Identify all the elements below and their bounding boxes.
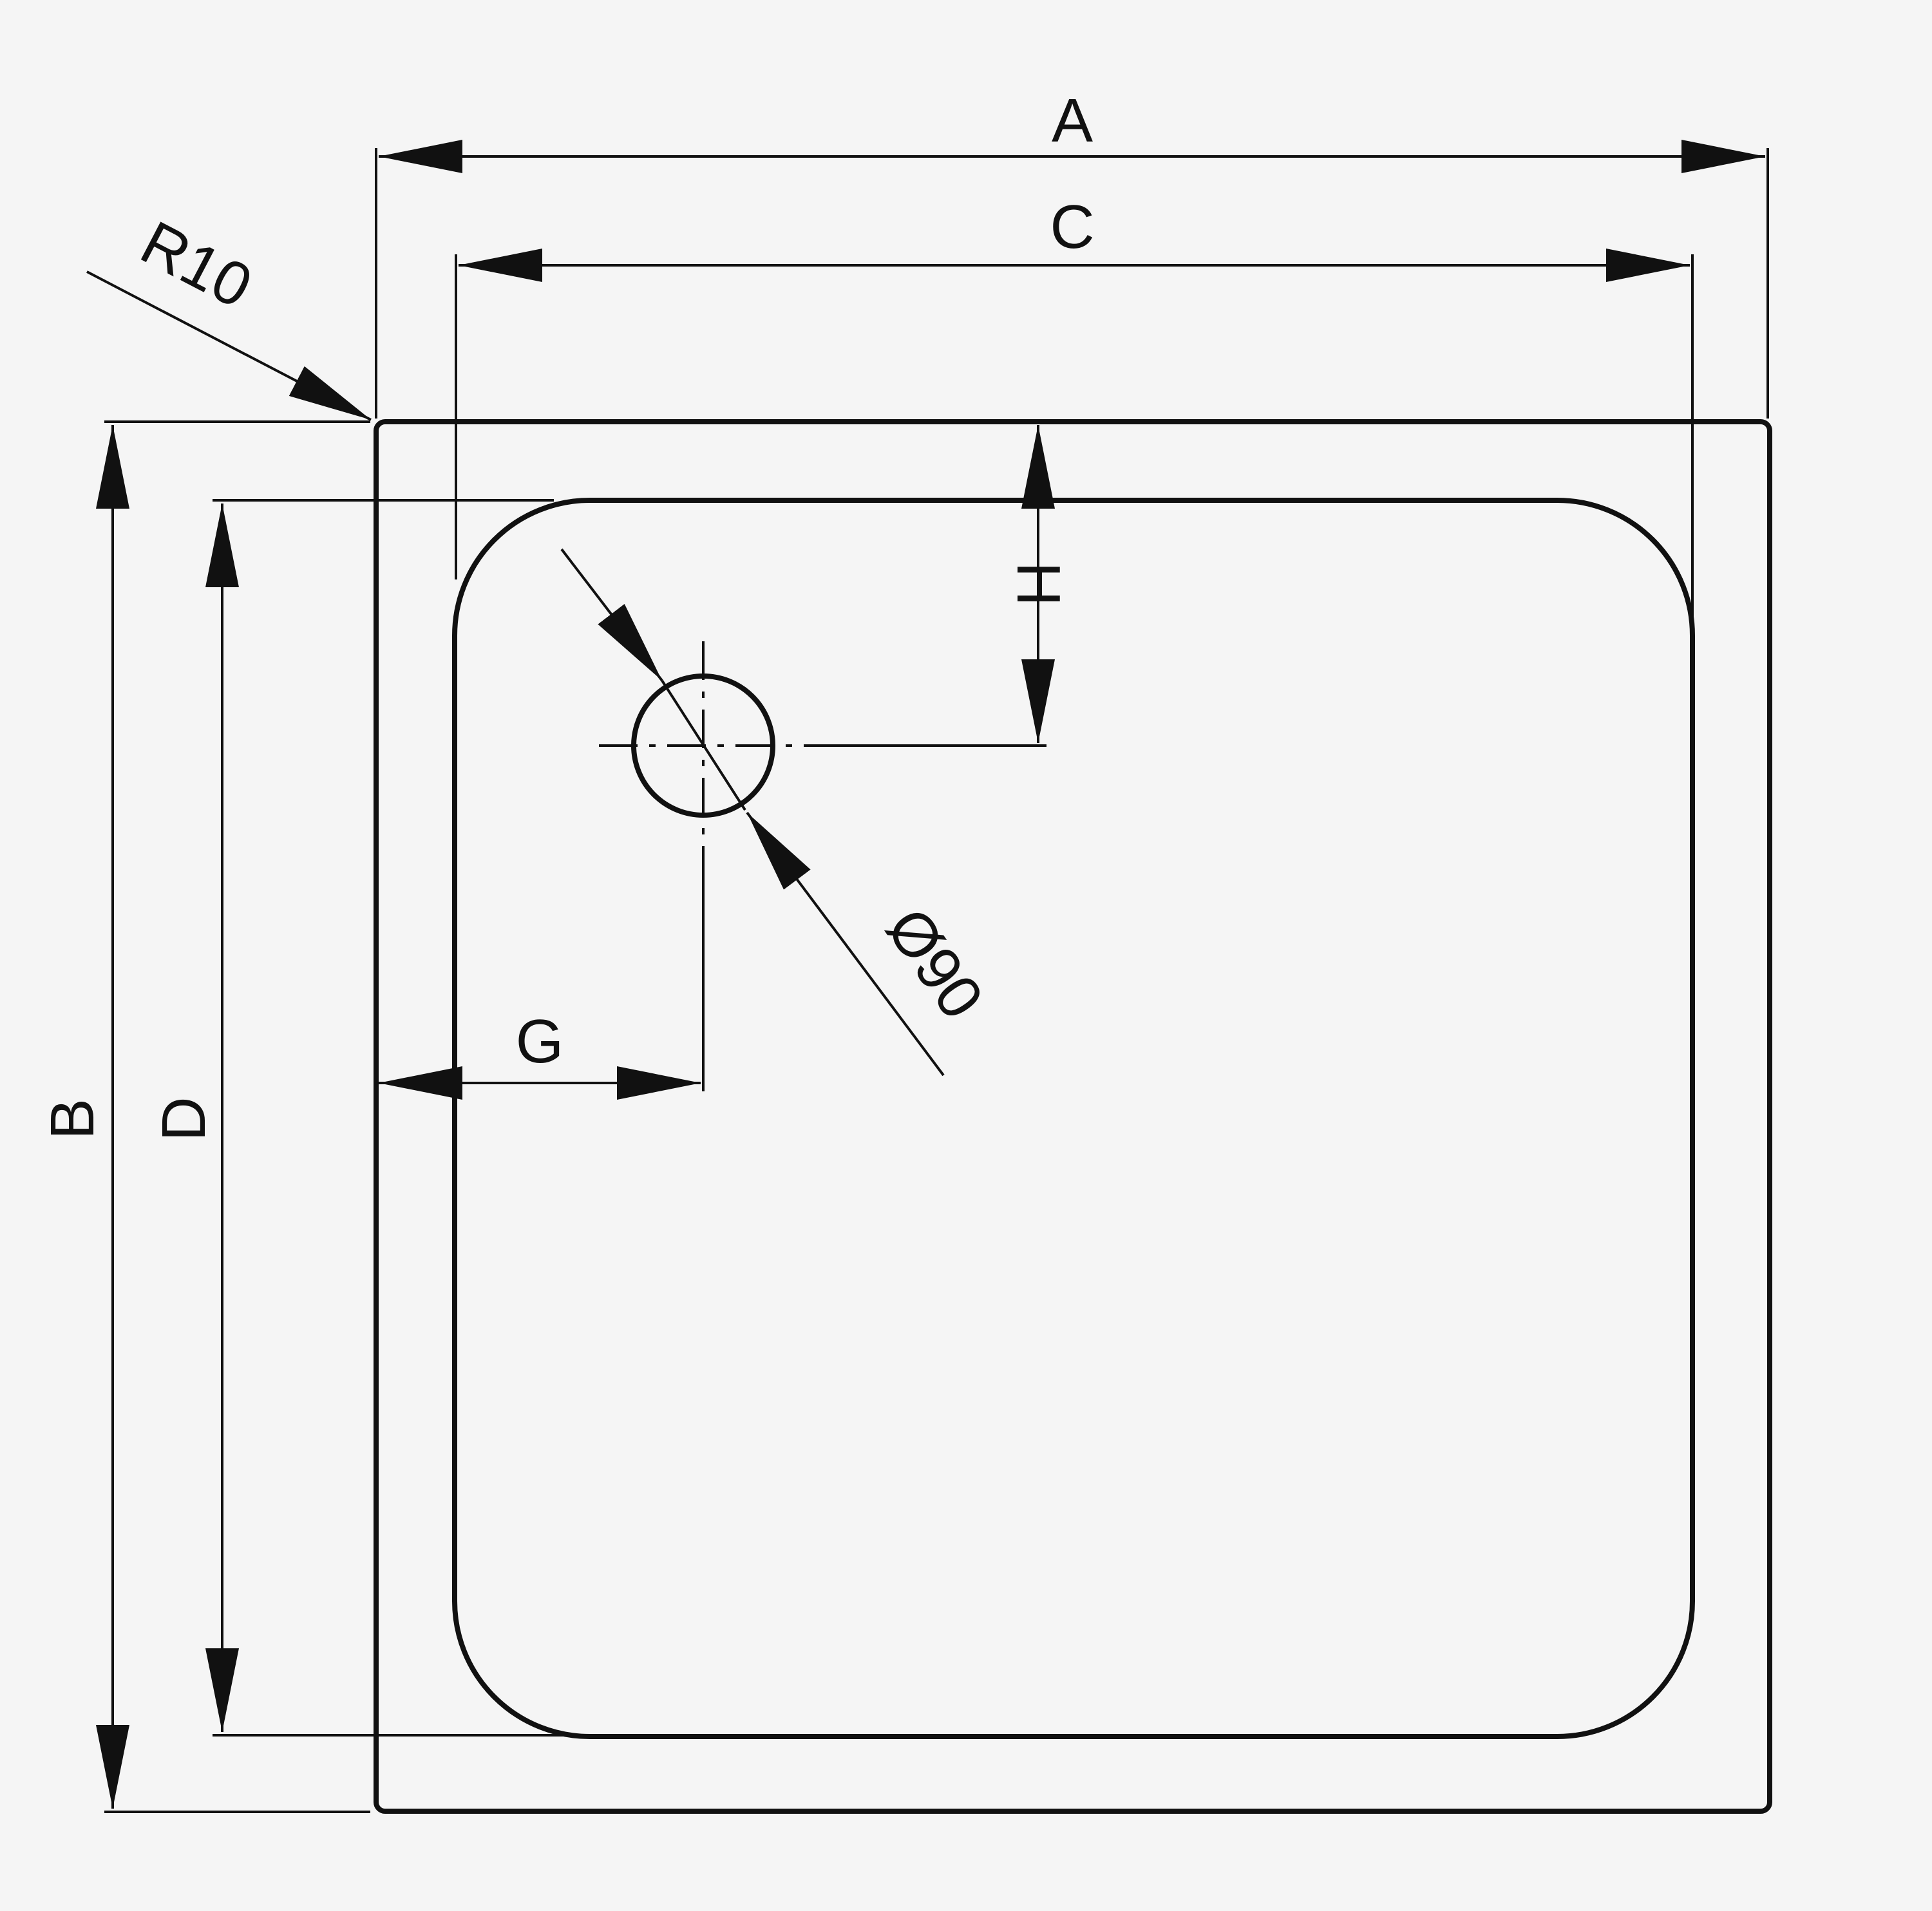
outer-tray-outline [374, 419, 1772, 1814]
extension-lines [104, 148, 1769, 1813]
inner-basin-outline [452, 498, 1695, 1739]
dimension-label-g: G [516, 1007, 564, 1076]
diameter-leader-outer [560, 548, 663, 682]
diameter-leader-lower [746, 811, 945, 1077]
diameter-label: Ø90 [873, 896, 997, 1031]
diameter-leader-inner [661, 679, 746, 811]
dimension-label-h: H [1004, 561, 1073, 606]
dimension-label-b: B [38, 1098, 107, 1140]
dimension-label-d: D [149, 1097, 218, 1141]
radius-leader-line [86, 270, 372, 421]
dimension-label-a: A [1052, 86, 1093, 155]
dimension-label-c: C [1050, 193, 1094, 261]
